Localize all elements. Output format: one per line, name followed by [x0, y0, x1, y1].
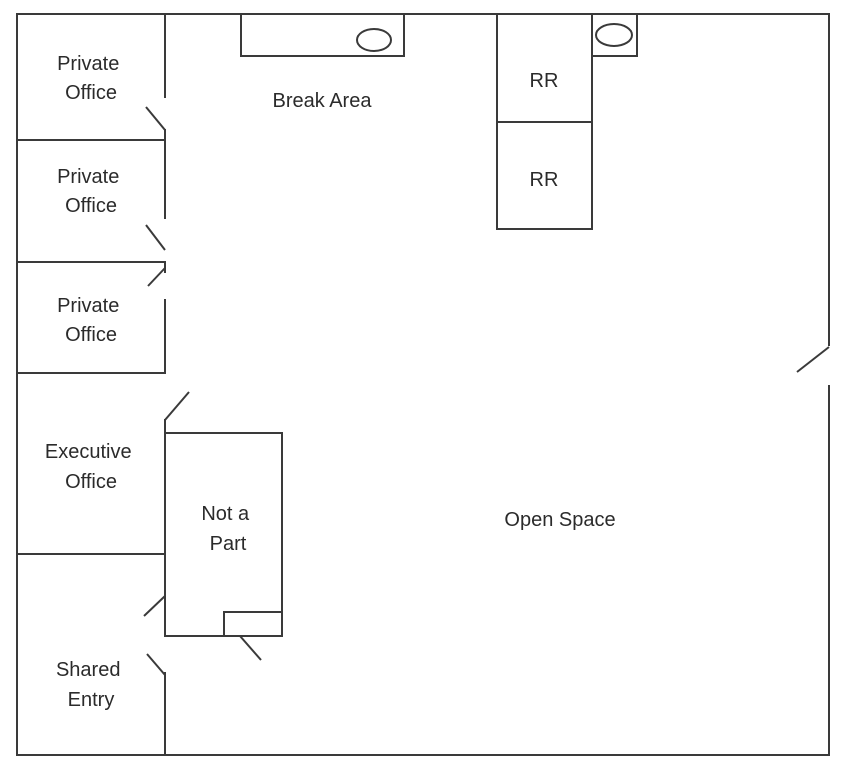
- label-open-space: Open Space: [504, 509, 615, 531]
- label-not-a-part: Not a Part: [201, 503, 254, 555]
- break-sink: [356, 28, 392, 52]
- door-right-entry: [796, 346, 830, 373]
- label-restroom-1: RR: [530, 70, 559, 92]
- label-private-office-2: Private Office: [57, 166, 125, 217]
- door-private-office-1: [145, 106, 166, 131]
- left-office-walls: [16, 13, 190, 756]
- door-shared-entry-lower: [146, 653, 166, 676]
- restrooms: [496, 13, 638, 230]
- not-a-part-area: [164, 432, 283, 661]
- door-private-office-2: [145, 224, 166, 251]
- label-private-office-1: Private Office: [57, 53, 125, 104]
- restroom-sink-counter: [591, 13, 638, 57]
- door-not-a-part-closet: [239, 635, 262, 661]
- break-area-counter: [240, 13, 405, 57]
- door-shared-entry-upper: [143, 595, 166, 617]
- door-executive-office: [164, 391, 190, 421]
- door-private-office-3: [147, 267, 166, 287]
- break-counter: [240, 13, 405, 57]
- label-private-office-3: Private Office: [57, 295, 125, 346]
- label-executive-office: Executive Office: [45, 441, 137, 493]
- label-restroom-2: RR: [530, 169, 559, 191]
- room-labels: Private Office Private Office Private Of…: [45, 53, 616, 711]
- label-shared-entry: Shared Entry: [56, 659, 126, 711]
- label-break-area: Break Area: [273, 90, 373, 112]
- restroom-sink: [595, 23, 633, 47]
- outer-walls: [16, 13, 830, 756]
